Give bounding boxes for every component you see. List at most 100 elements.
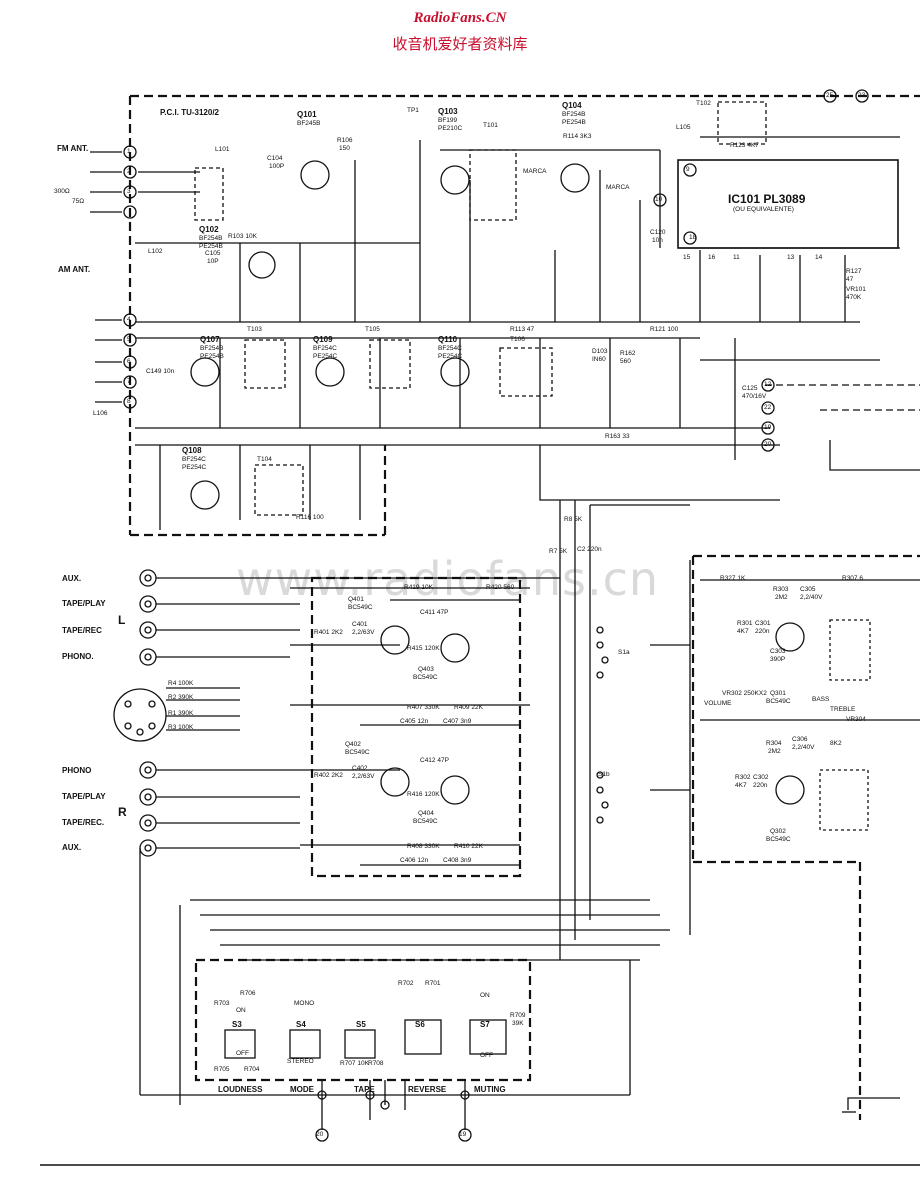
pin-15: 15 [683, 254, 691, 261]
c303-value: 390P [770, 656, 786, 663]
c104-label: C104 [267, 155, 283, 162]
r3-label: R3 100K [168, 724, 194, 731]
q102-type1: BF254B [199, 235, 223, 242]
s7-label[interactable]: S7 [480, 1020, 490, 1029]
q110-type1: BF254C [438, 345, 462, 352]
c402-value: 2,2/63V [352, 773, 375, 780]
s3-label[interactable]: S3 [232, 1020, 242, 1029]
r707-label: R707 10K [340, 1060, 369, 1067]
c301-label: C301 [755, 620, 771, 627]
marca-label-1: MARCA [523, 168, 547, 175]
q102-label: Q102 [199, 225, 219, 234]
l105-label: L105 [676, 124, 691, 131]
pin-4: 4 [127, 316, 131, 323]
c149-label: C149 10n [146, 368, 175, 375]
r301-value: 4K7 [737, 628, 749, 635]
q107-type1: BF254B [200, 345, 224, 352]
ic101-label: IC101 PL3089 [728, 192, 806, 206]
pin-13: 13 [787, 254, 795, 261]
q404-label: Q404 [418, 810, 434, 817]
s4-stereo-label: STEREO [287, 1058, 314, 1065]
r163-label: R163 33 [605, 433, 630, 440]
t102-label: T102 [696, 100, 711, 107]
q404-type: BC549C [413, 818, 438, 825]
c402-label: C402 [352, 765, 368, 772]
r304-label: R304 [766, 740, 782, 747]
r127-value: 47 [846, 276, 854, 283]
am-ant-label: AM ANT. [58, 265, 91, 274]
s6-label[interactable]: S6 [415, 1020, 425, 1029]
d103-label: D103 [592, 348, 608, 355]
right-channel-label: R [118, 805, 127, 819]
c125-label: C125 [742, 385, 758, 392]
ohm300-label: 300Ω [54, 188, 70, 195]
c120-label: C120 [650, 229, 666, 236]
r301-label: R301 [737, 620, 753, 627]
r304-value: 2M2 [768, 748, 781, 755]
tape-label: TAPE [354, 1085, 375, 1094]
s3-off-label: OFF [236, 1050, 249, 1057]
q110-label: Q110 [438, 335, 458, 344]
r703-label: R703 [214, 1000, 230, 1007]
aux-l-label: AUX. [62, 574, 82, 583]
q102-type2: PE254B [199, 243, 223, 250]
watermark: www.radiofans.cn [236, 552, 660, 606]
l102-label: L102 [148, 248, 163, 255]
r113-label: R113 47 [510, 326, 535, 333]
r4-label: R4 100K [168, 680, 194, 687]
q101-type: BF245B [297, 120, 321, 127]
r123-label: R123 4K7 [730, 142, 759, 149]
pin-9: 9 [686, 166, 690, 173]
pin-2: 2 [127, 168, 131, 175]
r410-label: R410 22K [454, 843, 483, 850]
left-channel-label: L [118, 613, 126, 627]
pin-20: 20 [764, 441, 772, 448]
q302-type: BC549C [766, 836, 791, 843]
node-19-label: 19 [459, 1131, 467, 1138]
reverse-label: REVERSE [408, 1085, 447, 1094]
tape-play-l-label: TAPE/PLAY [62, 599, 106, 608]
c411-label: C411 47P [420, 609, 449, 616]
c412-label: C412 47P [420, 757, 449, 764]
c407-label: C407 3n9 [443, 718, 472, 725]
q403-label: Q403 [418, 666, 434, 673]
r704-label: R704 [244, 1066, 260, 1073]
l101-label: L101 [215, 146, 230, 153]
vr302-label: VR302 250KX2 [722, 690, 767, 697]
c302-label: C302 [753, 774, 769, 781]
c408-label: C408 3n9 [443, 857, 472, 864]
s1b-label: S1b [598, 771, 610, 778]
c104-value: 100P [269, 163, 285, 170]
q101-label: Q101 [297, 110, 317, 119]
s4-label[interactable]: S4 [296, 1020, 306, 1029]
r709-value: 39K [512, 1020, 524, 1027]
r327-label: R327 1K [720, 575, 746, 582]
r419-label: R419 10K [404, 584, 433, 591]
r106-label: R106 [337, 137, 353, 144]
r162-label: R162 [620, 350, 636, 357]
r303-value: 2M2 [775, 594, 788, 601]
pin-25: 25 [826, 92, 834, 99]
t103-label: T103 [247, 326, 262, 333]
tp1-label: TP1 [407, 107, 419, 114]
pin-5: 5 [127, 336, 131, 343]
q401-label: Q401 [348, 596, 364, 603]
s3-on-label: ON [236, 1007, 246, 1014]
q108-label: Q108 [182, 446, 202, 455]
muting-label: MUTING [474, 1085, 506, 1094]
site-name[interactable]: RadioFans.CN [413, 10, 507, 26]
s4-mono-label: MONO [294, 1000, 315, 1007]
site-subtitle: 收音机爱好者资料库 [392, 35, 528, 53]
s5-label[interactable]: S5 [356, 1020, 366, 1029]
r302-value: 4K7 [735, 782, 747, 789]
pin-3: 3 [127, 188, 131, 195]
c401-label: C401 [352, 621, 368, 628]
r706-label: R706 [240, 990, 256, 997]
c406-label: C406 12n [400, 857, 429, 864]
pin-12: 12 [764, 381, 772, 388]
c305-label: C305 [800, 586, 816, 593]
phono-l-label: PHONO. [62, 652, 94, 661]
q401-type: BC549C [348, 604, 373, 611]
l106-label: L106 [93, 410, 108, 417]
q104-label: Q104 [562, 101, 582, 110]
